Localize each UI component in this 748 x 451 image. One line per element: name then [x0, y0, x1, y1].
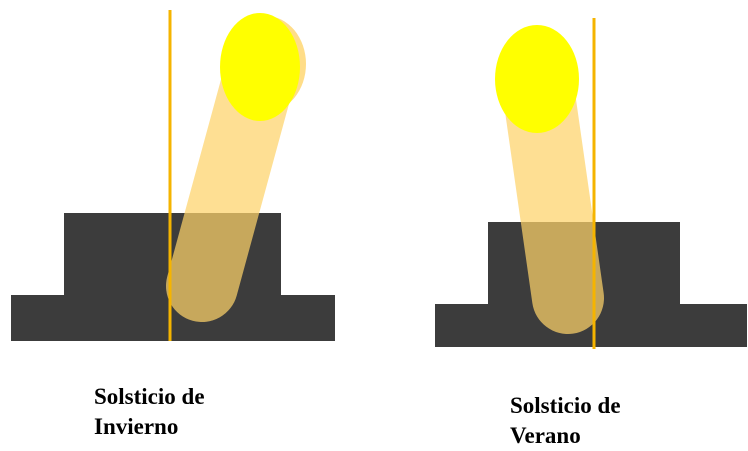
winter-caption-line1: Solsticio de	[94, 384, 205, 409]
summer-caption-line1: Solsticio de	[510, 393, 621, 418]
winter-solstice-panel	[11, 10, 335, 341]
winter-solstice-caption: Solsticio de Invierno	[94, 382, 205, 442]
winter-sun	[220, 13, 300, 121]
summer-solstice-caption: Solsticio de Verano	[510, 391, 621, 451]
summer-solstice-panel	[435, 18, 747, 349]
summer-sun	[495, 25, 579, 133]
summer-caption-line2: Verano	[510, 423, 581, 448]
winter-caption-line2: Invierno	[94, 414, 179, 439]
